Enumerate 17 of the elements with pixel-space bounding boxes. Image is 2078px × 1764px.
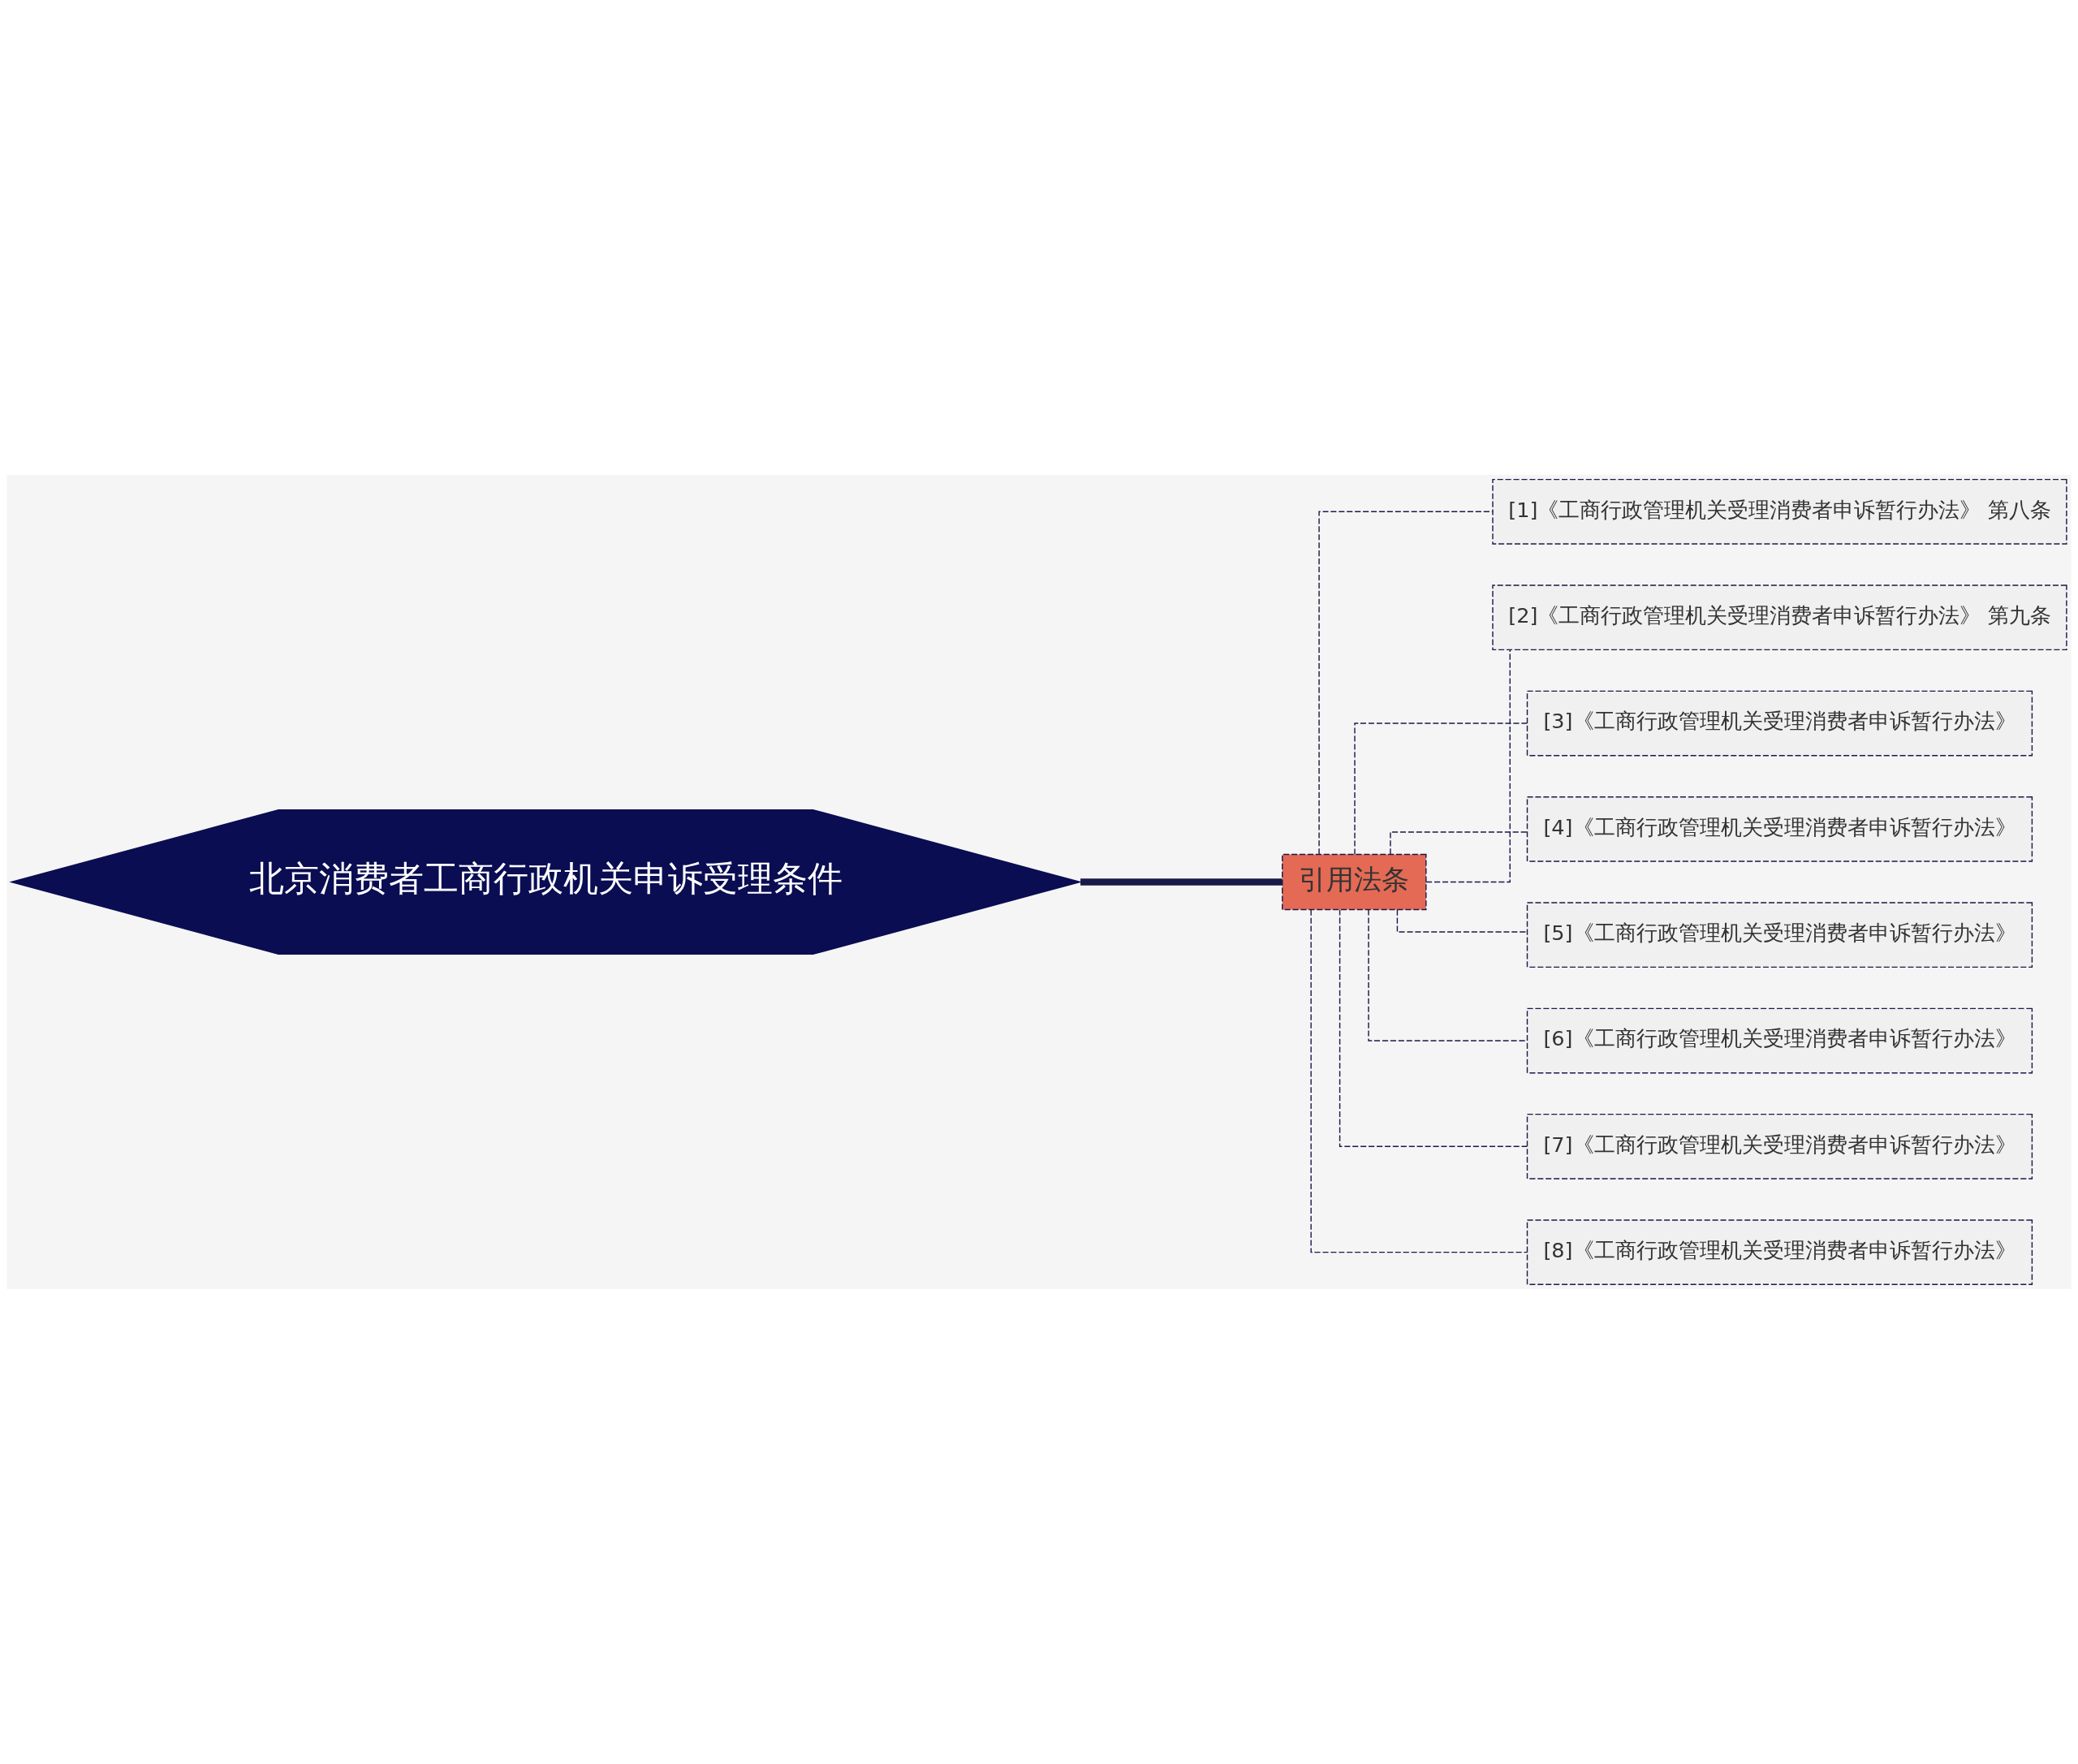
connector	[1318, 511, 1494, 855]
node-box: [1]《工商行政管理机关受理消费者申诉暂行办法》 第八条	[1492, 478, 2067, 545]
connector	[1354, 722, 1528, 856]
connector	[1080, 878, 1283, 886]
node-box: [4]《工商行政管理机关受理消费者申诉暂行办法》	[1526, 796, 2033, 862]
node-box: 引用法条	[1282, 853, 1427, 911]
node-box: [3]《工商行政管理机关受理消费者申诉暂行办法》	[1526, 690, 2033, 757]
node-box: [5]《工商行政管理机关受理消费者申诉暂行办法》	[1526, 902, 2033, 968]
node-box: [7]《工商行政管理机关受理消费者申诉暂行办法》	[1526, 1113, 2033, 1180]
node-box: [6]《工商行政管理机关受理消费者申诉暂行办法》	[1526, 1007, 2033, 1074]
connector	[1339, 909, 1528, 1148]
connector	[1310, 909, 1528, 1253]
connector	[1425, 649, 1511, 883]
node-box: [2]《工商行政管理机关受理消费者申诉暂行办法》 第九条	[1492, 584, 2067, 651]
connector	[1390, 831, 1528, 856]
node-box: [8]《工商行政管理机关受理消费者申诉暂行办法》	[1526, 1219, 2033, 1286]
connector	[1396, 908, 1528, 933]
